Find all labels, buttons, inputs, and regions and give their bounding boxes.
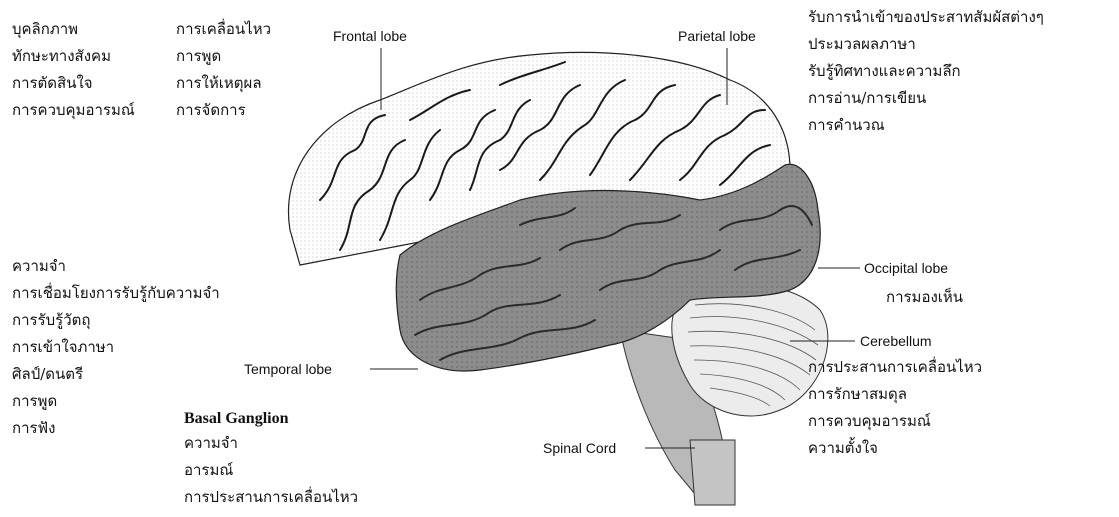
frontal-functions-col1: บุคลิกภาพ ทักษะทางสังคม การตัดสินใจ การค…	[12, 16, 135, 124]
cerebellum-functions: การประสานการเคลื่อนไหว การรักษาสมดุล การ…	[808, 354, 982, 462]
function-item: การประสานการเคลื่อนไหว	[808, 354, 982, 381]
function-item: ศิลป์/ดนตรี	[12, 361, 220, 388]
function-item: การเคลื่อนไหว	[176, 16, 271, 43]
occipital-lobe-label: Occipital lobe	[864, 260, 948, 276]
parietal-lobe-label: Parietal lobe	[678, 28, 756, 44]
spinal-cord-label: Spinal Cord	[543, 440, 616, 456]
function-item: การให้เหตุผล	[176, 70, 271, 97]
function-item: ความจำ	[12, 253, 220, 280]
frontal-functions-col2: การเคลื่อนไหว การพูด การให้เหตุผล การจัด…	[176, 16, 271, 124]
function-item: ความตั้งใจ	[808, 435, 982, 462]
function-item: บุคลิกภาพ	[12, 16, 135, 43]
frontal-lobe-label: Frontal lobe	[333, 28, 407, 44]
function-item: รับรู้ทิศทางและความลึก	[808, 58, 1044, 85]
function-item: การรักษาสมดุล	[808, 381, 982, 408]
function-item: การรับรู้วัตถุ	[12, 307, 220, 334]
function-item: การตัดสินใจ	[12, 70, 135, 97]
function-item: การจัดการ	[176, 97, 271, 124]
spinal-cord	[690, 440, 735, 505]
basal-ganglion-title: Basal Ganglion	[184, 410, 288, 428]
function-item: ความจำ	[184, 430, 358, 457]
function-item: รับการนำเข้าของประสาทสัมผัสต่างๆ	[808, 4, 1044, 31]
function-item: การคำนวณ	[808, 112, 1044, 139]
basal-ganglion-functions: ความจำ อารมณ์ การประสานการเคลื่อนไหว	[184, 430, 358, 511]
cerebellum-label: Cerebellum	[860, 333, 932, 349]
function-item: การควบคุมอารมณ์	[808, 408, 982, 435]
function-item: การประสานการเคลื่อนไหว	[184, 484, 358, 511]
function-item: การเชื่อมโยงการรับรู้กับความจำ	[12, 280, 220, 307]
function-item: ทักษะทางสังคม	[12, 43, 135, 70]
function-item: การควบคุมอารมณ์	[12, 97, 135, 124]
function-item: การอ่าน/การเขียน	[808, 85, 1044, 112]
function-item: การพูด	[176, 43, 271, 70]
parietal-functions: รับการนำเข้าของประสาทสัมผัสต่างๆ ประมวลผ…	[808, 4, 1044, 139]
occipital-function: การมองเห็น	[886, 285, 963, 309]
function-item: การเข้าใจภาษา	[12, 334, 220, 361]
temporal-lobe-label: Temporal lobe	[244, 361, 332, 377]
function-item: ประมวลผลภาษา	[808, 31, 1044, 58]
function-item: อารมณ์	[184, 457, 358, 484]
